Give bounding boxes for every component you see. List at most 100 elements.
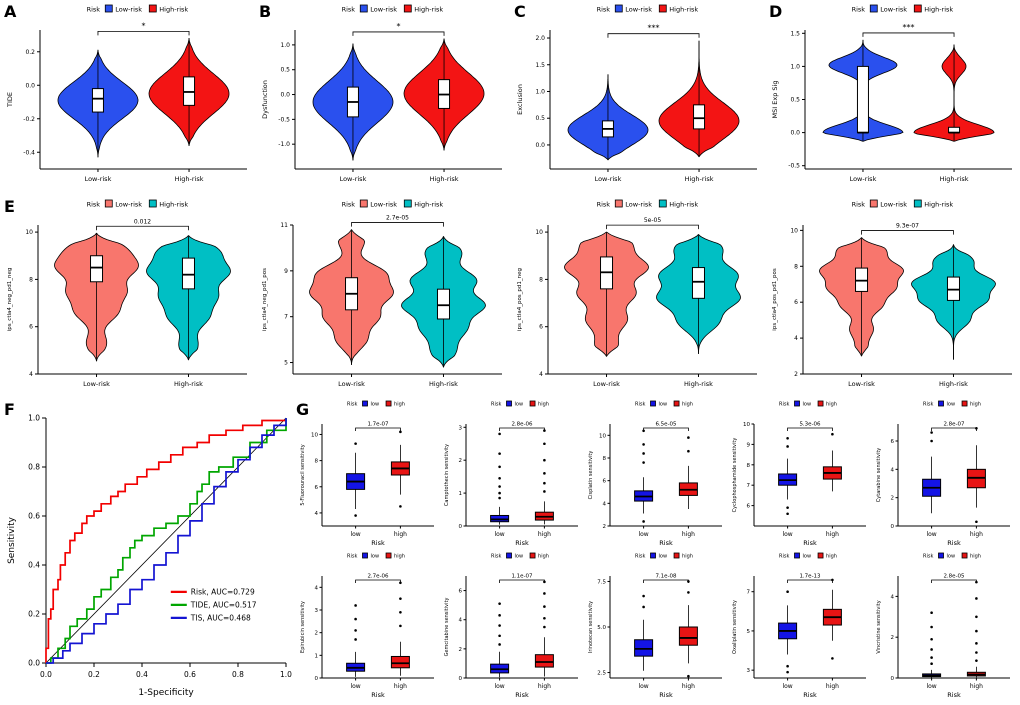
svg-text:0: 0 [459, 524, 463, 530]
svg-text:4: 4 [539, 371, 543, 378]
svg-text:2: 2 [459, 458, 463, 464]
svg-text:1: 1 [315, 653, 319, 659]
svg-text:Risk: Risk [852, 6, 866, 14]
svg-text:0.4: 0.4 [28, 561, 40, 570]
svg-text:8: 8 [747, 463, 751, 469]
svg-text:low: low [350, 683, 360, 690]
outlier-point [498, 432, 501, 436]
svg-text:High-risk: High-risk [414, 201, 443, 209]
svg-text:-0.4: -0.4 [23, 149, 35, 156]
svg-text:high: high [394, 554, 405, 560]
svg-text:Gemcitabine sensitivity: Gemcitabine sensitivity [444, 598, 450, 657]
outlier-point [642, 452, 645, 455]
outlier-point [975, 597, 978, 600]
svg-text:0: 0 [315, 676, 319, 682]
svg-text:5.0: 5.0 [597, 625, 606, 631]
svg-text:Risk: Risk [597, 201, 611, 209]
svg-text:0: 0 [891, 676, 895, 682]
svg-text:5: 5 [284, 360, 288, 367]
outlier-point [354, 604, 357, 607]
outlier-point [975, 520, 978, 524]
svg-text:TIDE, AUC=0.517: TIDE, AUC=0.517 [190, 600, 257, 609]
svg-text:Risk, AUC=0.729: Risk, AUC=0.729 [191, 587, 255, 596]
panel-f-label: F [4, 400, 15, 419]
outlier-point [399, 505, 402, 508]
svg-text:Risk: Risk [803, 539, 817, 547]
svg-text:5.3e-06: 5.3e-06 [799, 422, 821, 428]
svg-text:Risk: Risk [779, 554, 789, 560]
outlier-point [930, 611, 933, 615]
svg-text:High-risk: High-risk [159, 6, 188, 14]
svg-text:1.0: 1.0 [28, 414, 40, 423]
outlier-point [354, 617, 357, 621]
svg-text:high: high [682, 683, 695, 690]
outlier-point [975, 642, 978, 645]
svg-text:2.7e-06: 2.7e-06 [367, 574, 389, 580]
outlier-point [354, 638, 357, 641]
outlier-point [399, 624, 402, 628]
svg-text:Risk: Risk [635, 554, 645, 560]
svg-text:9: 9 [284, 268, 288, 275]
svg-text:0.0: 0.0 [25, 82, 35, 89]
svg-text:6: 6 [459, 589, 463, 595]
svg-text:Low-risk: Low-risk [880, 6, 907, 14]
outlier-point [543, 472, 546, 475]
svg-text:0.0: 0.0 [535, 142, 545, 149]
svg-text:high: high [826, 531, 839, 538]
outlier-point [786, 436, 789, 440]
svg-text:Risk: Risk [635, 402, 645, 408]
svg-text:ips_ctla4_pos_pd1_neg: ips_ctla4_pos_pd1_neg [517, 268, 523, 331]
outlier-point [498, 496, 501, 500]
box-high [390, 655, 410, 669]
outlier-point [786, 445, 789, 448]
svg-text:Low-risk: Low-risk [850, 175, 877, 183]
svg-text:0.5: 0.5 [790, 97, 800, 104]
significance-bracket [355, 579, 401, 583]
svg-text:2: 2 [459, 647, 463, 653]
svg-text:0.6: 0.6 [184, 670, 196, 679]
svg-text:8: 8 [794, 263, 798, 270]
svg-text:Dysfunction: Dysfunction [261, 80, 269, 119]
outlier-point [543, 616, 546, 620]
outlier-point [687, 674, 690, 678]
outlier-point [786, 590, 789, 593]
svg-text:High-risk: High-risk [429, 380, 458, 388]
outlier-point [399, 610, 402, 614]
outlier-point [498, 452, 501, 455]
svg-text:low: low [947, 554, 956, 560]
outlier-point [642, 443, 645, 446]
svg-text:4: 4 [315, 511, 319, 517]
svg-text:low: low [494, 531, 504, 538]
svg-text:ips_ctla4_neg_pd1_pos: ips_ctla4_neg_pd1_pos [262, 268, 268, 331]
svg-text:0.2: 0.2 [28, 610, 40, 619]
svg-text:Risk: Risk [515, 691, 529, 699]
significance-bracket [787, 427, 833, 431]
svg-text:High-risk: High-risk [685, 175, 714, 183]
svg-text:4: 4 [459, 618, 463, 624]
svg-text:high: high [538, 531, 551, 538]
svg-text:Risk: Risk [342, 201, 356, 209]
svg-text:High-risk: High-risk [939, 380, 968, 388]
svg-text:low: low [494, 683, 504, 690]
svg-text:Risk: Risk [659, 691, 673, 699]
svg-text:Risk: Risk [371, 539, 385, 547]
svg-text:4: 4 [29, 371, 33, 378]
svg-text:3: 3 [315, 608, 319, 614]
box-low [634, 639, 654, 657]
svg-text:low: low [659, 554, 668, 560]
svg-text:2.8e-06: 2.8e-06 [511, 422, 533, 428]
svg-text:***: *** [903, 23, 915, 32]
svg-text:2.8e-07: 2.8e-07 [943, 422, 965, 428]
svg-text:high: high [538, 402, 549, 408]
